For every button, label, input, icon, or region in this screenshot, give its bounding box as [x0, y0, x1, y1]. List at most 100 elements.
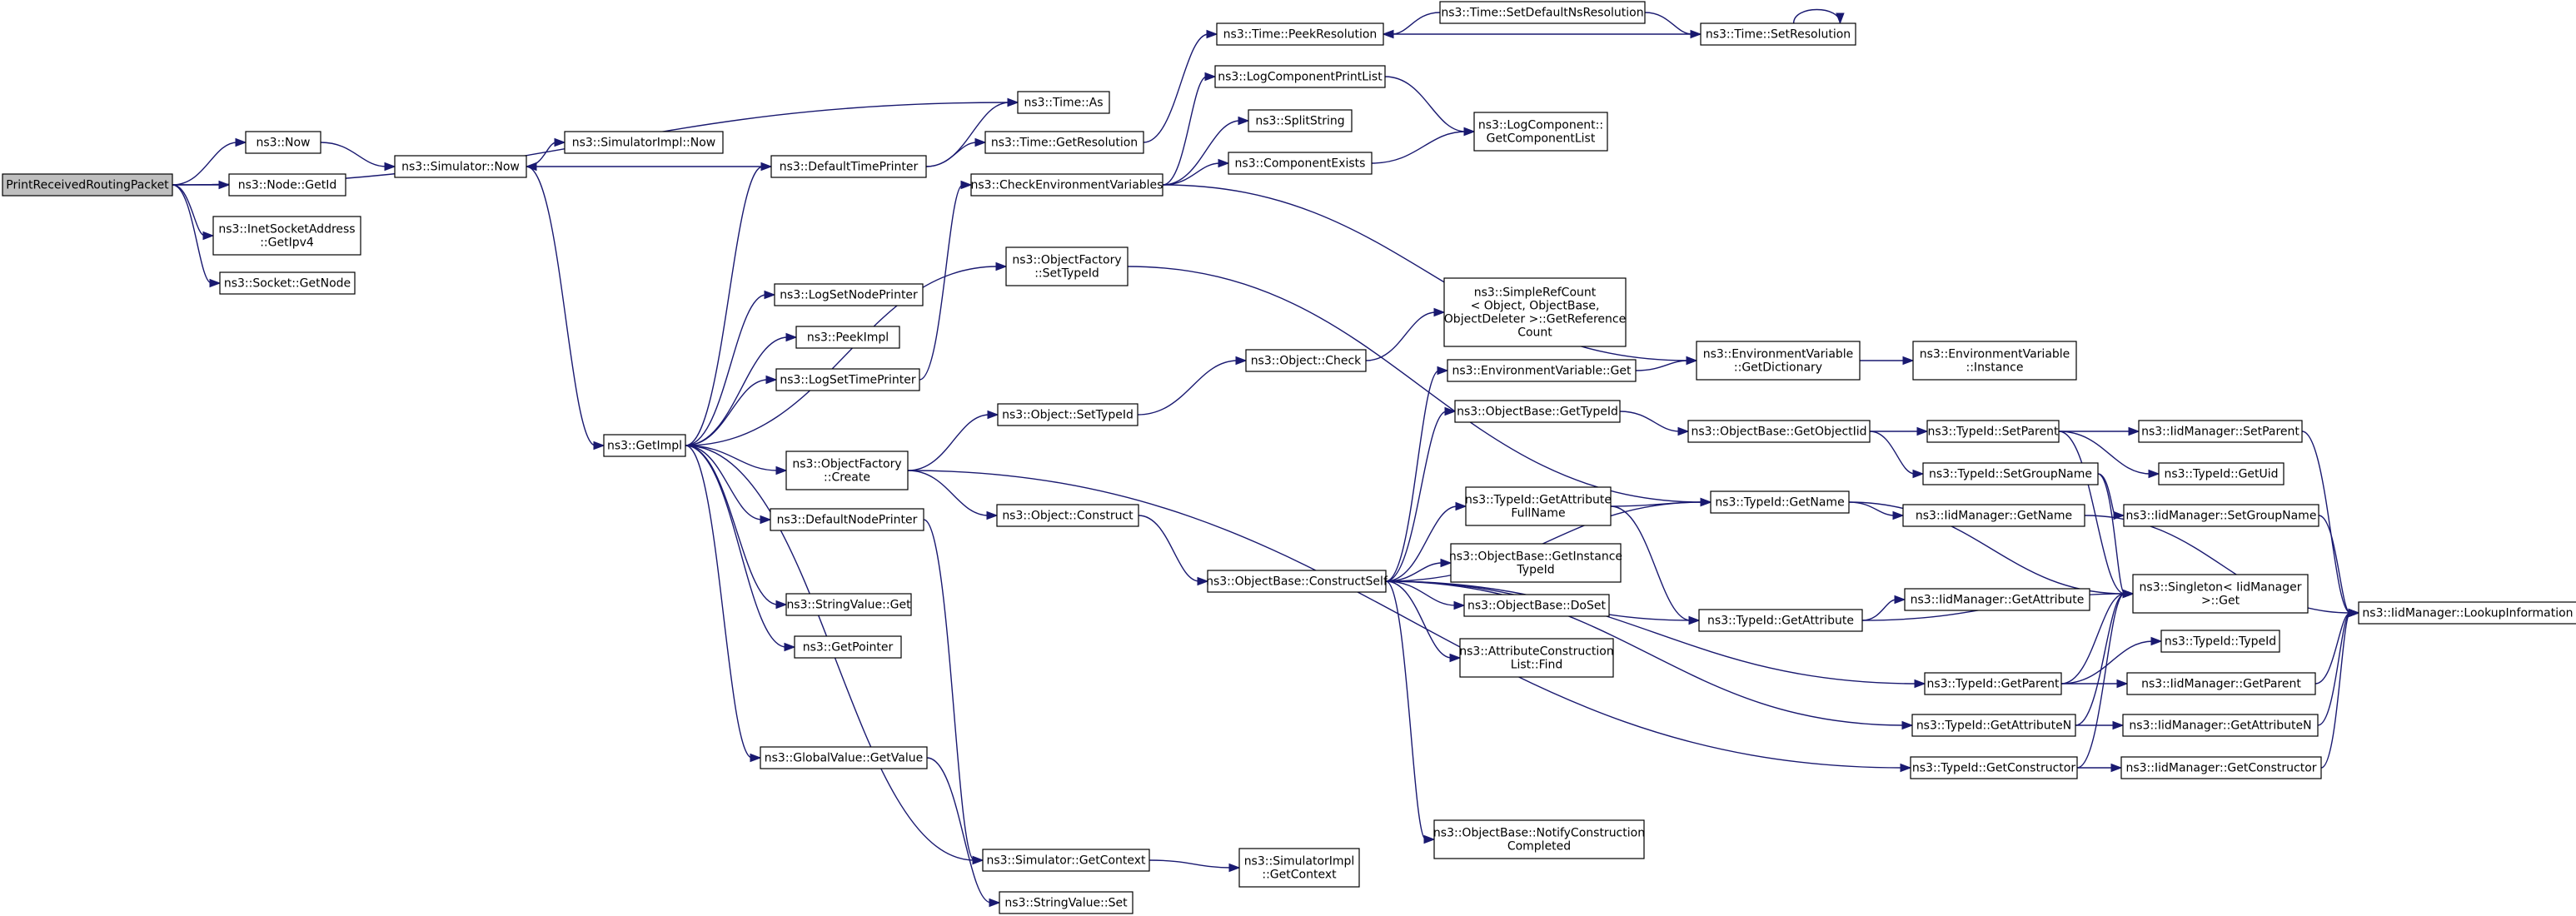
node-iidmgrgetname[interactable]: ns3::IidManager::GetName	[1902, 504, 2085, 527]
edge-getimpl-to-logsetnodeprinter	[685, 290, 776, 446]
node-now[interactable]: ns3::Now	[245, 131, 321, 154]
node-typeidgetuid[interactable]: ns3::TypeId::GetUid	[2158, 462, 2285, 485]
node-simimplnow[interactable]: ns3::SimulatorImpl::Now	[564, 131, 724, 154]
node-simgetcontext[interactable]: ns3::Simulator::GetContext	[982, 849, 1150, 872]
node-objconstruct[interactable]: ns3::Object::Construct	[996, 504, 1139, 527]
node-box	[2122, 714, 2319, 737]
edge-typeidgetattrfullname-to-typeidgetattr	[1610, 505, 1701, 625]
node-typeidsetgroupname[interactable]: ns3::TypeId::SetGroupName	[1922, 462, 2099, 485]
edge-typeidgetname-to-iidmgrgetname	[1848, 501, 1905, 520]
node-iidmgrgetattr[interactable]: ns3::IidManager::GetAttribute	[1904, 588, 2090, 611]
node-objfactcreate[interactable]: ns3::ObjectFactory::Create	[785, 451, 909, 490]
node-checkenv[interactable]: ns3::CheckEnvironmentVariables	[970, 173, 1163, 197]
node-getpointer[interactable]: ns3::GetPointer	[794, 635, 902, 659]
node-typeidgetconstructor[interactable]: ns3::TypeId::GetConstructor	[1910, 756, 2078, 779]
node-box	[1687, 420, 1871, 443]
edge-typeidsetparent-to-typeidgetuid	[2058, 431, 2160, 479]
node-label-line: ::GetContext	[1262, 869, 1337, 882]
node-globalvalget[interactable]: ns3::GlobalValue::GetValue	[760, 746, 928, 769]
node-box	[1447, 359, 1637, 382]
node-logsetnodeprinter[interactable]: ns3::LogSetNodePrinter	[774, 283, 924, 306]
node-root[interactable]: PrintReceivedRoutingPacket	[2, 173, 173, 197]
node-box	[999, 891, 1134, 914]
node-envvargetdict[interactable]: ns3::EnvironmentVariable::GetDictionary	[1696, 341, 1861, 381]
node-box	[2123, 504, 2319, 527]
node-typeidsetparent[interactable]: ns3::TypeId::SetParent	[1926, 420, 2060, 443]
node-nodegetid[interactable]: ns3::Node::GetId	[228, 173, 346, 197]
node-box	[1459, 638, 1614, 678]
node-label-line: ObjectDeleter >::GetReference	[1444, 313, 1626, 326]
node-inet[interactable]: ns3::InetSocketAddress::GetIpv4	[212, 216, 361, 256]
node-timeas[interactable]: ns3::Time::As	[1017, 91, 1110, 114]
node-simplerefcount[interactable]: ns3::SimpleRefCount< Object, ObjectBase,…	[1443, 277, 1627, 347]
node-strvalget[interactable]: ns3::StringValue::Get	[785, 593, 912, 616]
node-label-line: Completed	[1507, 840, 1571, 854]
node-iidmgrsetgroupname[interactable]: ns3::IidManager::SetGroupName	[2123, 504, 2319, 527]
node-envvarinstance[interactable]: ns3::EnvironmentVariable::Instance	[1912, 341, 2077, 381]
node-peekimpl[interactable]: ns3::PeekImpl	[795, 326, 900, 349]
node-logcompgetlist[interactable]: ns3::LogComponent::GetComponentList	[1473, 112, 1608, 152]
node-logcompprintlist[interactable]: ns3::LogComponentPrintList	[1214, 65, 1386, 88]
node-defnodeprinter[interactable]: ns3::DefaultNodePrinter	[770, 508, 924, 531]
node-label-line: ns3::Node::GetId	[238, 179, 336, 192]
node-objfactsettypeid[interactable]: ns3::ObjectFactory::SetTypeId	[1005, 246, 1129, 286]
node-label-line: ns3::GlobalValue::GetValue	[765, 752, 923, 765]
node-getimpl[interactable]: ns3::GetImpl	[603, 434, 686, 457]
node-timepeekres[interactable]: ns3::Time::PeekResolution	[1216, 22, 1384, 46]
node-timesetres[interactable]: ns3::Time::SetResolution	[1700, 22, 1856, 46]
node-simimplgetcontext[interactable]: ns3::SimulatorImpl::GetContext	[1238, 848, 1360, 888]
node-iidmgrgetattrn[interactable]: ns3::IidManager::GetAttributeN	[2122, 714, 2319, 737]
node-timegetres[interactable]: ns3::Time::GetResolution	[984, 131, 1144, 154]
node-objbasenotifyconstr[interactable]: ns3::ObjectBase::NotifyConstructionCompl…	[1433, 819, 1645, 859]
node-iidmgrgetconstructor[interactable]: ns3::IidManager::GetConstructor	[2120, 756, 2322, 779]
edge-typeidsetparent-to-iidmgrsetparent	[2059, 426, 2140, 436]
edge-envvarget-to-envvargetdict	[1635, 356, 1698, 371]
edges-layer	[172, 8, 2360, 908]
node-objbasegettypeid[interactable]: ns3::ObjectBase::GetTypeId	[1454, 400, 1621, 423]
node-typeidgetparent[interactable]: ns3::TypeId::GetParent	[1924, 672, 2062, 695]
node-timesetdefns[interactable]: ns3::Time::SetDefaultNsResolution	[1439, 1, 1646, 24]
node-typeidgetattrn[interactable]: ns3::TypeId::GetAttributeN	[1911, 714, 2076, 737]
node-label-line: ns3::TypeId::GetParent	[1927, 678, 2060, 691]
node-iidmgrgetparent[interactable]: ns3::IidManager::GetParent	[2126, 672, 2316, 695]
edge-root-to-nodegetid	[172, 180, 231, 190]
node-box	[770, 508, 924, 531]
node-label-line: List::Find	[1511, 659, 1563, 672]
node-objbasegetobjectiid[interactable]: ns3::ObjectBase::GetObjectIid	[1687, 420, 1871, 443]
node-box	[212, 216, 361, 256]
edge-timesetres-to-timesetres	[1792, 8, 1845, 25]
node-objsettypeid[interactable]: ns3::Object::SetTypeId	[997, 403, 1139, 426]
node-box	[770, 155, 927, 178]
node-compexists[interactable]: ns3::ComponentExists	[1228, 152, 1373, 175]
node-logsettimeprinter[interactable]: ns3::LogSetTimePrinter	[775, 368, 920, 391]
node-typeidtypeid[interactable]: ns3::TypeId::TypeId	[2160, 630, 2280, 653]
node-iidmgrlookupinfo[interactable]: ns3::IidManager::LookupInformation	[2358, 601, 2576, 625]
node-typeidgetname[interactable]: ns3::TypeId::GetName	[1710, 490, 1850, 514]
node-typeidgetattr[interactable]: ns3::TypeId::GetAttribute	[1698, 609, 1863, 632]
node-socketgetnode[interactable]: ns3::Socket::GetNode	[219, 271, 356, 295]
node-label-line: ns3::PeekImpl	[807, 331, 889, 345]
node-objbasedoset[interactable]: ns3::ObjectBase::DoSet	[1463, 594, 1610, 617]
node-box	[1710, 490, 1850, 514]
edge-typeidsetgroupname-to-singletonget	[2097, 473, 2135, 599]
node-objbaseconstructself[interactable]: ns3::ObjectBase::ConstructSelf	[1206, 570, 1388, 593]
node-simnow[interactable]: ns3::Simulator::Now	[394, 155, 527, 178]
node-label-line: ns3::ObjectBase::GetInstance	[1449, 550, 1622, 564]
edge-objbaseconstructself-to-objbasegettypeid	[1385, 406, 1457, 582]
node-envvarget[interactable]: ns3::EnvironmentVariable::Get	[1447, 359, 1637, 382]
node-splitstring[interactable]: ns3::SplitString	[1248, 109, 1353, 132]
node-box	[1911, 714, 2076, 737]
node-label-line: ns3::CheckEnvironmentVariables	[971, 179, 1163, 192]
node-singletonget[interactable]: ns3::Singleton< IidManager >::Get	[2132, 574, 2309, 614]
node-iidmgrsetparent[interactable]: ns3::IidManager::SetParent	[2138, 420, 2303, 443]
node-box	[982, 849, 1150, 872]
node-box	[785, 593, 912, 616]
node-strvalset[interactable]: ns3::StringValue::Set	[999, 891, 1134, 914]
node-label-line: ns3::IidManager::GetConstructor	[2125, 762, 2316, 775]
node-deftimeprinter[interactable]: ns3::DefaultTimePrinter	[770, 155, 927, 178]
node-objcheck[interactable]: ns3::Object::Check	[1245, 349, 1367, 372]
node-label-line: ns3::ComponentExists	[1235, 157, 1366, 171]
